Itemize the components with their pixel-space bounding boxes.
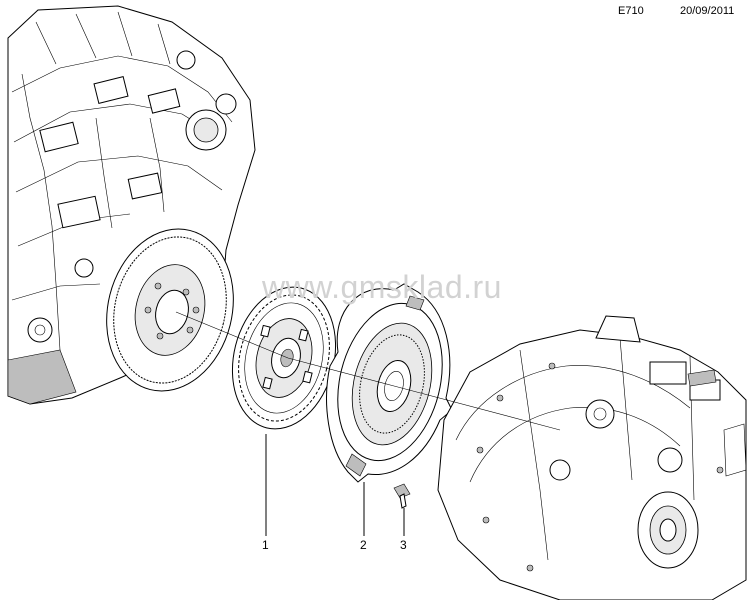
bolt bbox=[393, 483, 411, 509]
diagram-code: E710 bbox=[618, 5, 644, 17]
callout-2: 2 bbox=[360, 538, 367, 552]
pressure-plate bbox=[326, 283, 453, 483]
callout-1: 1 bbox=[262, 538, 269, 552]
diagram-date: 20/09/2011 bbox=[680, 5, 735, 17]
gearbox bbox=[437, 315, 747, 600]
flywheel bbox=[106, 228, 234, 392]
callout-3: 3 bbox=[400, 538, 407, 552]
watermark: www.gmsklad.ru bbox=[262, 269, 502, 305]
assembly-lines bbox=[175, 311, 561, 536]
